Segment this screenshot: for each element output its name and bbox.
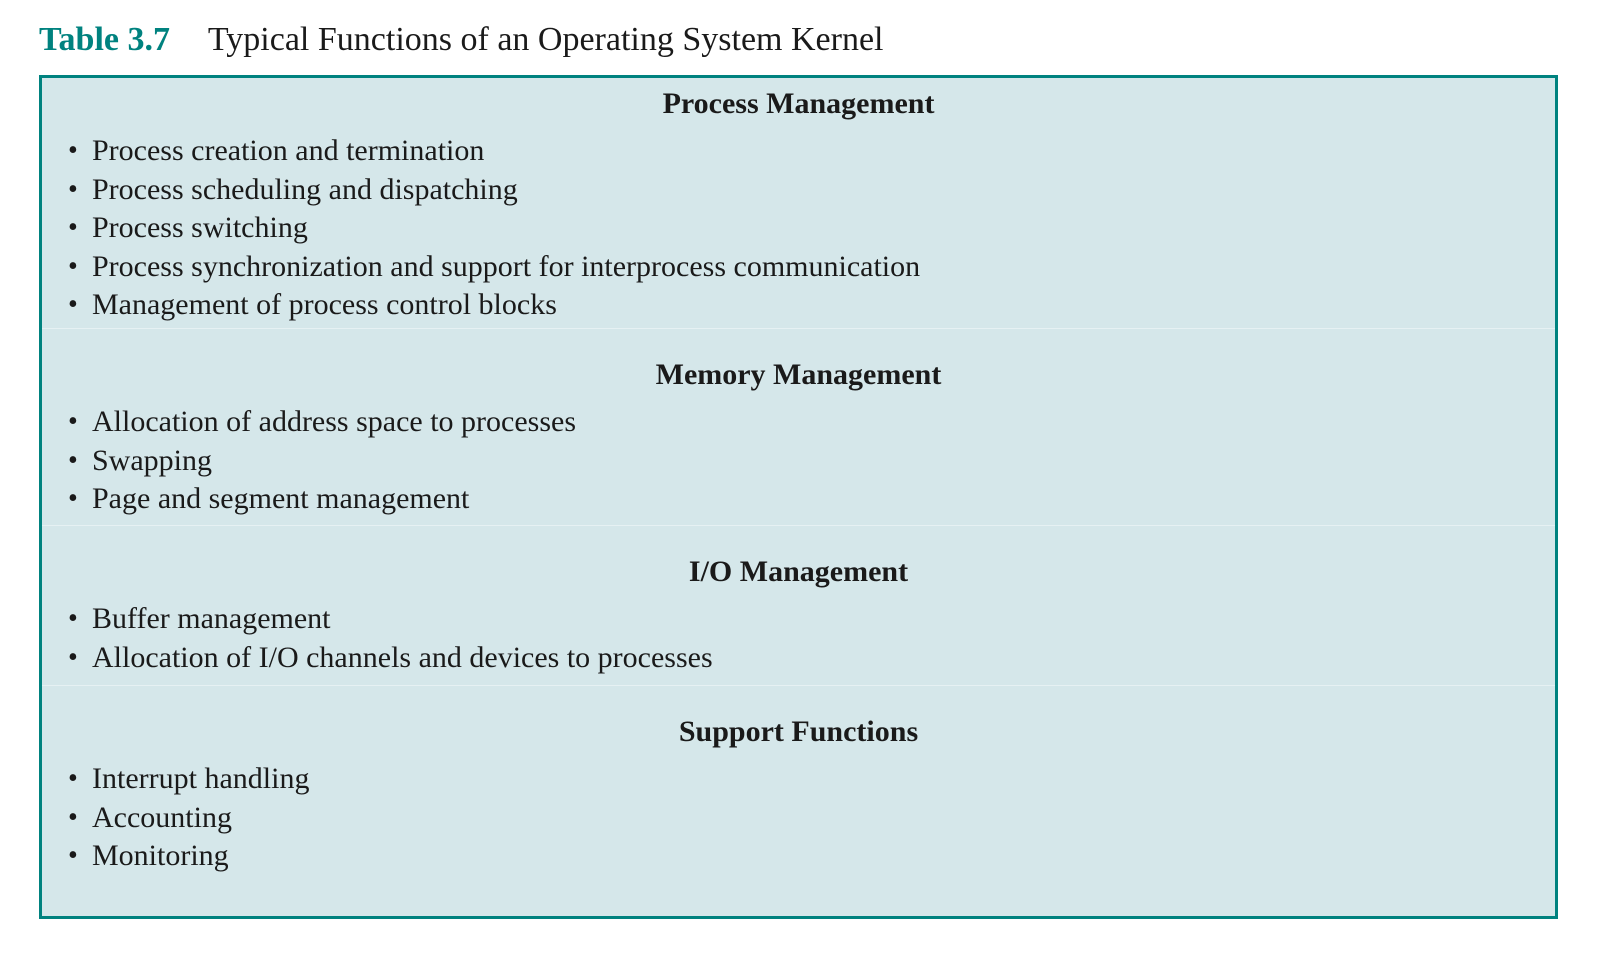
list-item: • Swapping: [68, 442, 576, 481]
table-caption: Table 3.7 Typical Functions of an Operat…: [39, 18, 884, 62]
kernel-functions-table: Process Management • Process creation and…: [39, 75, 1558, 919]
list-item: • Process synchronization and support for…: [68, 248, 920, 287]
bullet-icon: •: [68, 483, 78, 515]
list-item-text: Page and segment management: [92, 482, 470, 516]
bullet-icon: •: [68, 173, 78, 205]
list-item-text: Allocation of address space to processes: [92, 405, 577, 439]
bullet-icon: •: [68, 289, 78, 321]
list-item-text: Swapping: [92, 443, 212, 477]
section-heading-io-management: I/O Management: [688, 555, 909, 588]
section-list-process-management: • Process creation and termination • Proce…: [68, 132, 920, 325]
bullet-icon: •: [68, 801, 78, 833]
bullet-icon: •: [68, 250, 78, 282]
list-item-text: Allocation of I/O channels and devices t…: [92, 640, 713, 674]
list-item: • Page and segment management: [68, 480, 576, 519]
bullet-icon: •: [68, 406, 78, 438]
bullet-icon: •: [68, 763, 78, 795]
list-item-text: Monitoring: [92, 839, 229, 873]
bullet-icon: •: [68, 444, 78, 476]
list-item-text: Process creation and termination: [92, 134, 485, 168]
bullet-icon: •: [68, 840, 78, 872]
section-list-memory-management: • Allocation of address space to processe…: [68, 403, 576, 519]
section-divider: [42, 685, 1555, 686]
list-item: • Interrupt handling: [68, 760, 309, 799]
list-item-text: Accounting: [92, 800, 232, 834]
list-item: • Monitoring: [68, 837, 309, 876]
section-divider: [42, 525, 1555, 526]
list-item: • Process switching: [68, 209, 920, 248]
list-item: • Allocation of I/O channels and devices …: [68, 639, 713, 678]
section-heading-memory-management: Memory Management: [655, 358, 942, 391]
section-list-io-management: • Buffer management • Allocation of I/O ch…: [68, 600, 713, 677]
list-item: • Management of process control blocks: [68, 286, 920, 325]
section-heading-process-management: Process Management: [662, 87, 935, 120]
bullet-icon: •: [68, 641, 78, 673]
list-item-text: Process scheduling and dispatching: [92, 172, 518, 206]
bullet-icon: •: [68, 135, 78, 167]
section-divider: [42, 328, 1555, 329]
list-item-text: Interrupt handling: [92, 762, 310, 796]
list-item-text: Process switching: [92, 211, 308, 245]
table-number: Table 3.7: [39, 21, 171, 58]
list-item: • Process creation and termination: [68, 132, 920, 171]
list-item-text: Process synchronization and support for …: [92, 249, 921, 283]
bullet-icon: •: [68, 212, 78, 244]
bullet-icon: •: [68, 603, 78, 635]
section-list-support-functions: • Interrupt handling • Accounting • Monitor…: [68, 760, 309, 876]
list-item-text: Buffer management: [92, 602, 331, 636]
list-item-text: Management of process control blocks: [92, 288, 557, 322]
list-item: • Process scheduling and dispatching: [68, 171, 920, 210]
table-title: Typical Functions of an Operating System…: [207, 21, 884, 58]
list-item: • Allocation of address space to processe…: [68, 403, 576, 442]
list-item: • Accounting: [68, 799, 309, 838]
section-heading-support-functions: Support Functions: [678, 715, 919, 748]
list-item: • Buffer management: [68, 600, 713, 639]
